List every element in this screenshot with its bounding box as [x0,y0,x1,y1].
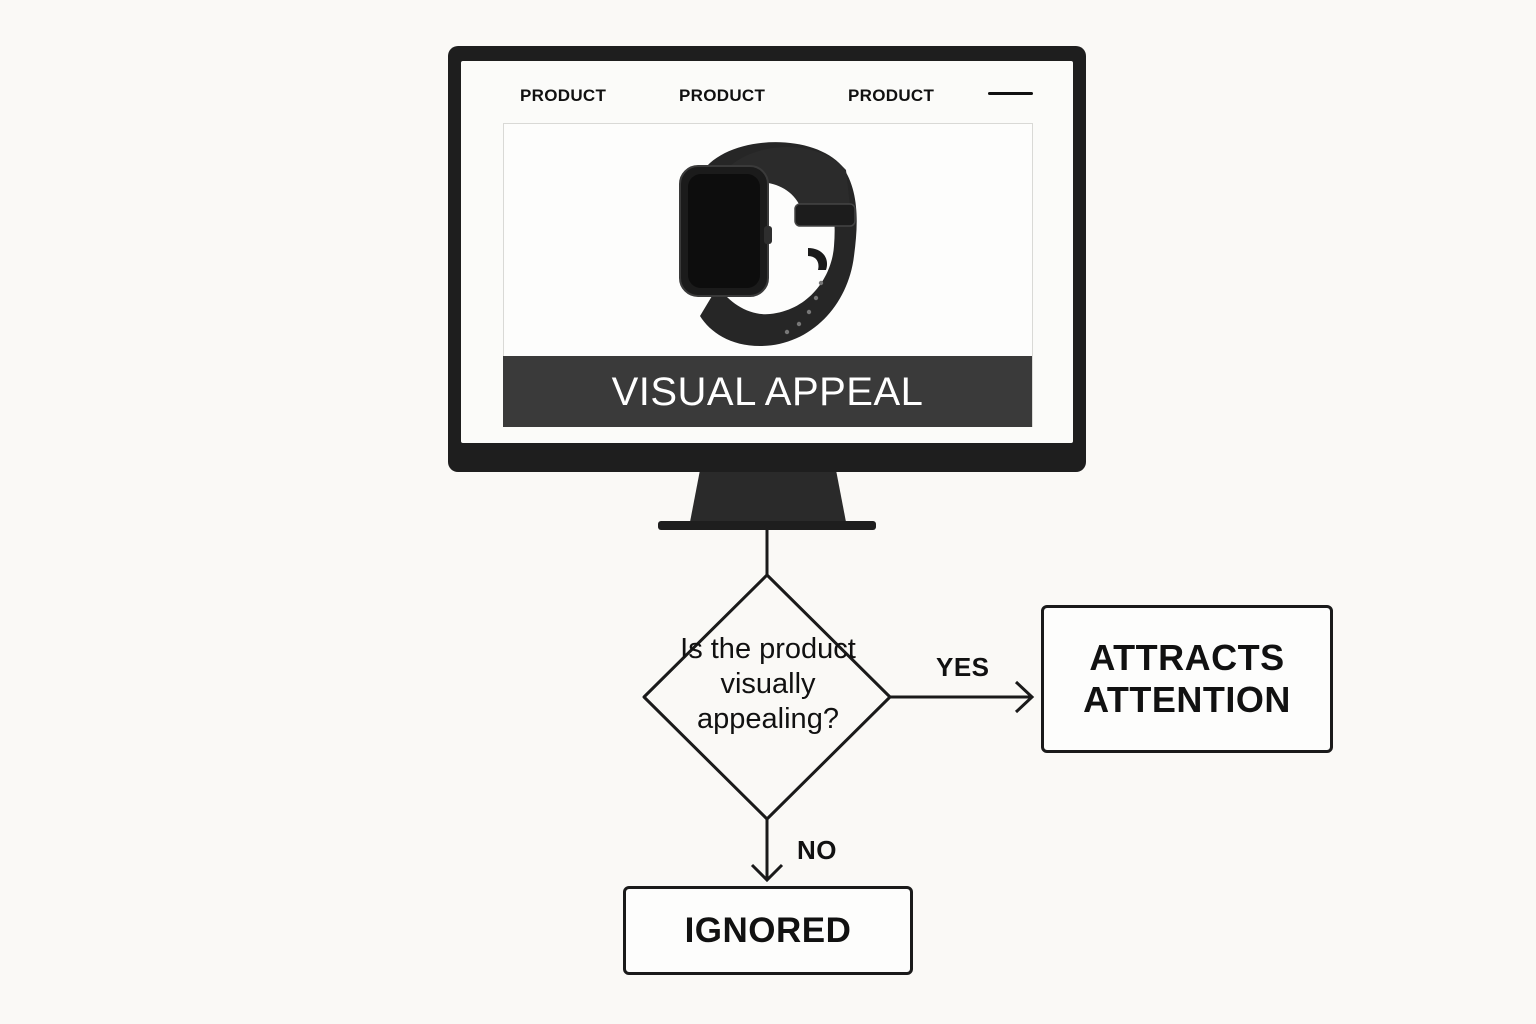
outcome-ignored: IGNORED [623,886,913,975]
arrowhead-no-icon [750,863,784,883]
banner-background [503,356,1032,427]
no-label: NO [797,835,837,865]
outcome-no-text: IGNORED [684,910,852,950]
smartwatch-image [679,142,857,346]
nav-item-product-3[interactable]: PRODUCT [848,86,935,105]
banner-label: VISUAL APPEAL [611,370,924,414]
yes-label: YES [936,652,990,682]
decision-question: Is the product visually appealing? [680,633,856,735]
outcome-yes-text: ATTRACTS ATTENTION [1083,637,1291,720]
nav-item-product-1[interactable]: PRODUCT [520,86,607,105]
monitor-stand-foot [658,521,876,530]
outcome-attracts-attention: ATTRACTS ATTENTION [1041,605,1333,753]
hamburger-menu-icon[interactable] [988,92,1033,95]
arrowhead-yes-icon [1014,680,1035,714]
nav-item-product-2[interactable]: PRODUCT [679,86,766,105]
